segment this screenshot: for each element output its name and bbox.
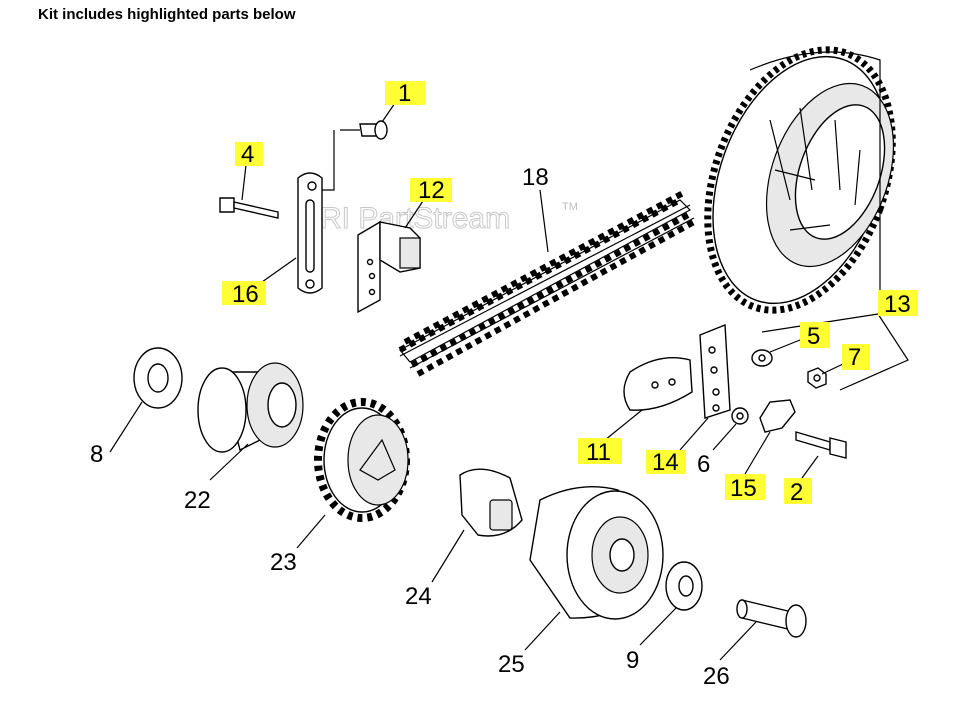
part-1-screw — [340, 120, 388, 140]
callout-2: 2 — [790, 479, 803, 506]
part-4-bolt — [219, 197, 279, 219]
highlight-7 — [842, 344, 870, 370]
callout-22: 22 — [184, 487, 211, 514]
highlight-14 — [646, 450, 686, 474]
callout-13: 13 — [884, 291, 911, 318]
callout-7: 7 — [848, 344, 861, 371]
highlight-16 — [222, 281, 266, 305]
part-23-sprocket — [314, 398, 410, 522]
highlight-15 — [725, 474, 765, 500]
callout-4: 4 — [241, 141, 254, 168]
part-7-nut — [807, 367, 827, 389]
callout-5: 5 — [807, 323, 820, 350]
callout-9: 9 — [626, 647, 639, 674]
part-16-slotted-plate — [297, 130, 335, 294]
highlight-4 — [235, 142, 263, 166]
part-6-washer — [731, 407, 749, 425]
part-22-hub — [197, 362, 304, 453]
callout-24: 24 — [405, 583, 432, 610]
highlight-1 — [385, 81, 425, 105]
leader-lines — [109, 102, 909, 661]
callout-25: 25 — [498, 651, 525, 678]
highlight-markers — [222, 81, 918, 504]
part-15-clip — [759, 399, 796, 433]
callout-14: 14 — [652, 449, 679, 476]
part-11-shoe — [623, 357, 693, 411]
highlight-13 — [878, 290, 918, 316]
highlight-11 — [578, 438, 622, 464]
callout-15: 15 — [730, 475, 757, 502]
part-9-washer — [665, 561, 703, 611]
callout-8: 8 — [90, 441, 103, 468]
part-18-chain — [398, 189, 696, 377]
part-14-plate — [699, 323, 731, 419]
highlight-2 — [784, 478, 812, 504]
callout-16: 16 — [232, 281, 259, 308]
part-26-bushing — [736, 599, 807, 638]
callout-1: 1 — [398, 80, 411, 107]
clutch-drum-part — [704, 46, 896, 314]
callout-11: 11 — [586, 439, 611, 466]
callout-23: 23 — [270, 549, 297, 576]
part-5-washer — [751, 349, 773, 367]
highlight-12 — [410, 178, 452, 202]
part-25-drum — [529, 486, 664, 620]
highlight-5 — [800, 322, 830, 348]
callout-26: 26 — [703, 663, 730, 690]
callout-12: 12 — [418, 177, 445, 204]
callout-18: 18 — [522, 164, 549, 191]
part-12-bracket — [357, 220, 421, 314]
watermark-tm: TM — [562, 201, 578, 213]
part-24-cam — [459, 468, 523, 537]
callout-labels: 1 2 4 5 6 7 8 9 11 12 13 14 15 16 18 22 … — [90, 80, 911, 690]
kit-heading: Kit includes highlighted parts below — [38, 6, 296, 23]
part-2-bolt — [795, 431, 847, 459]
callout-6: 6 — [697, 451, 710, 478]
part-8-washer — [133, 347, 183, 409]
